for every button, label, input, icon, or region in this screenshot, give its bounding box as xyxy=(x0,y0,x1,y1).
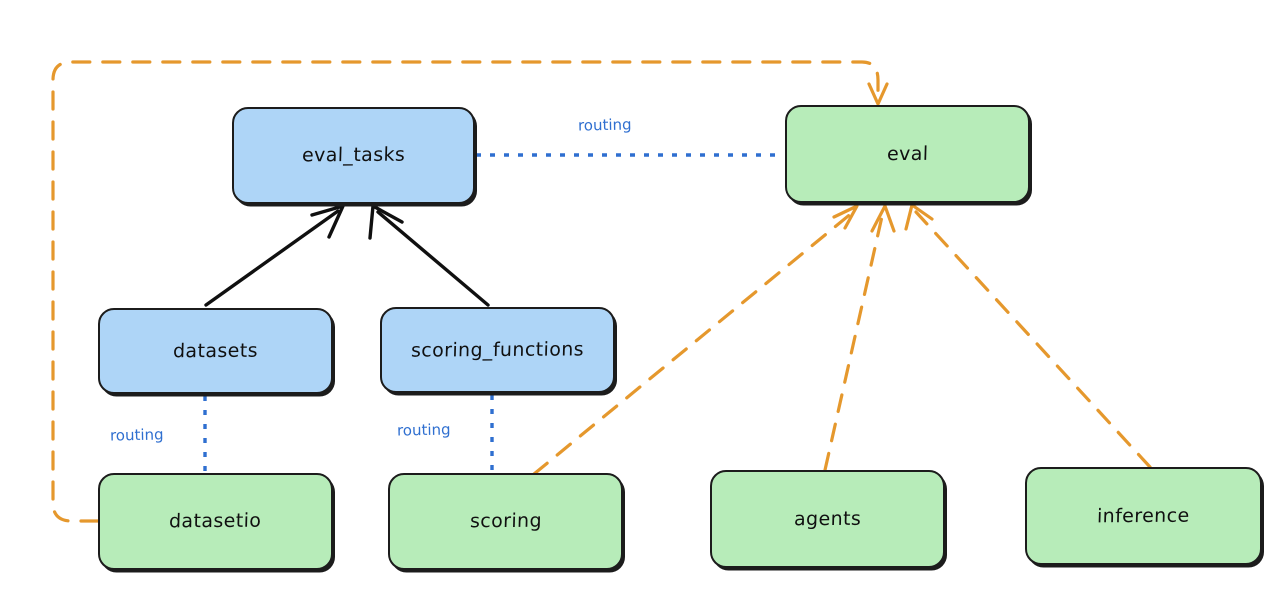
node-label-agents: agents xyxy=(793,507,862,530)
node-label-eval-tasks: eval_tasks xyxy=(301,143,406,167)
edge-agents-to-eval xyxy=(823,204,896,472)
node-label-datasets: datasets xyxy=(172,339,259,362)
node-label-inference: inference xyxy=(1096,504,1191,527)
edge-label-routing-scoring: routing xyxy=(396,420,451,440)
node-agents[interactable]: agents xyxy=(710,470,945,568)
node-inference[interactable]: inference xyxy=(1025,467,1262,565)
edge-label-routing-datasetio: routing xyxy=(109,425,164,445)
edge-label-routing-eval: routing xyxy=(577,115,632,135)
node-eval[interactable]: eval xyxy=(785,105,1030,203)
edge-scoring_functions-to-eval_tasks xyxy=(368,204,490,307)
node-datasets[interactable]: datasets xyxy=(98,308,333,394)
edge-inference-to-eval xyxy=(904,203,1152,469)
node-label-eval: eval xyxy=(886,142,929,165)
node-eval-tasks[interactable]: eval_tasks xyxy=(232,107,475,204)
node-datasetio[interactable]: datasetio xyxy=(98,473,333,570)
edge-datasets-to-eval_tasks xyxy=(204,204,345,307)
node-scoring[interactable]: scoring xyxy=(388,473,623,570)
node-label-scoring: scoring xyxy=(469,509,542,533)
node-label-scoring-functions: scoring_functions xyxy=(410,337,585,362)
node-scoring-functions[interactable]: scoring_functions xyxy=(380,307,615,393)
node-label-datasetio: datasetio xyxy=(169,509,263,533)
